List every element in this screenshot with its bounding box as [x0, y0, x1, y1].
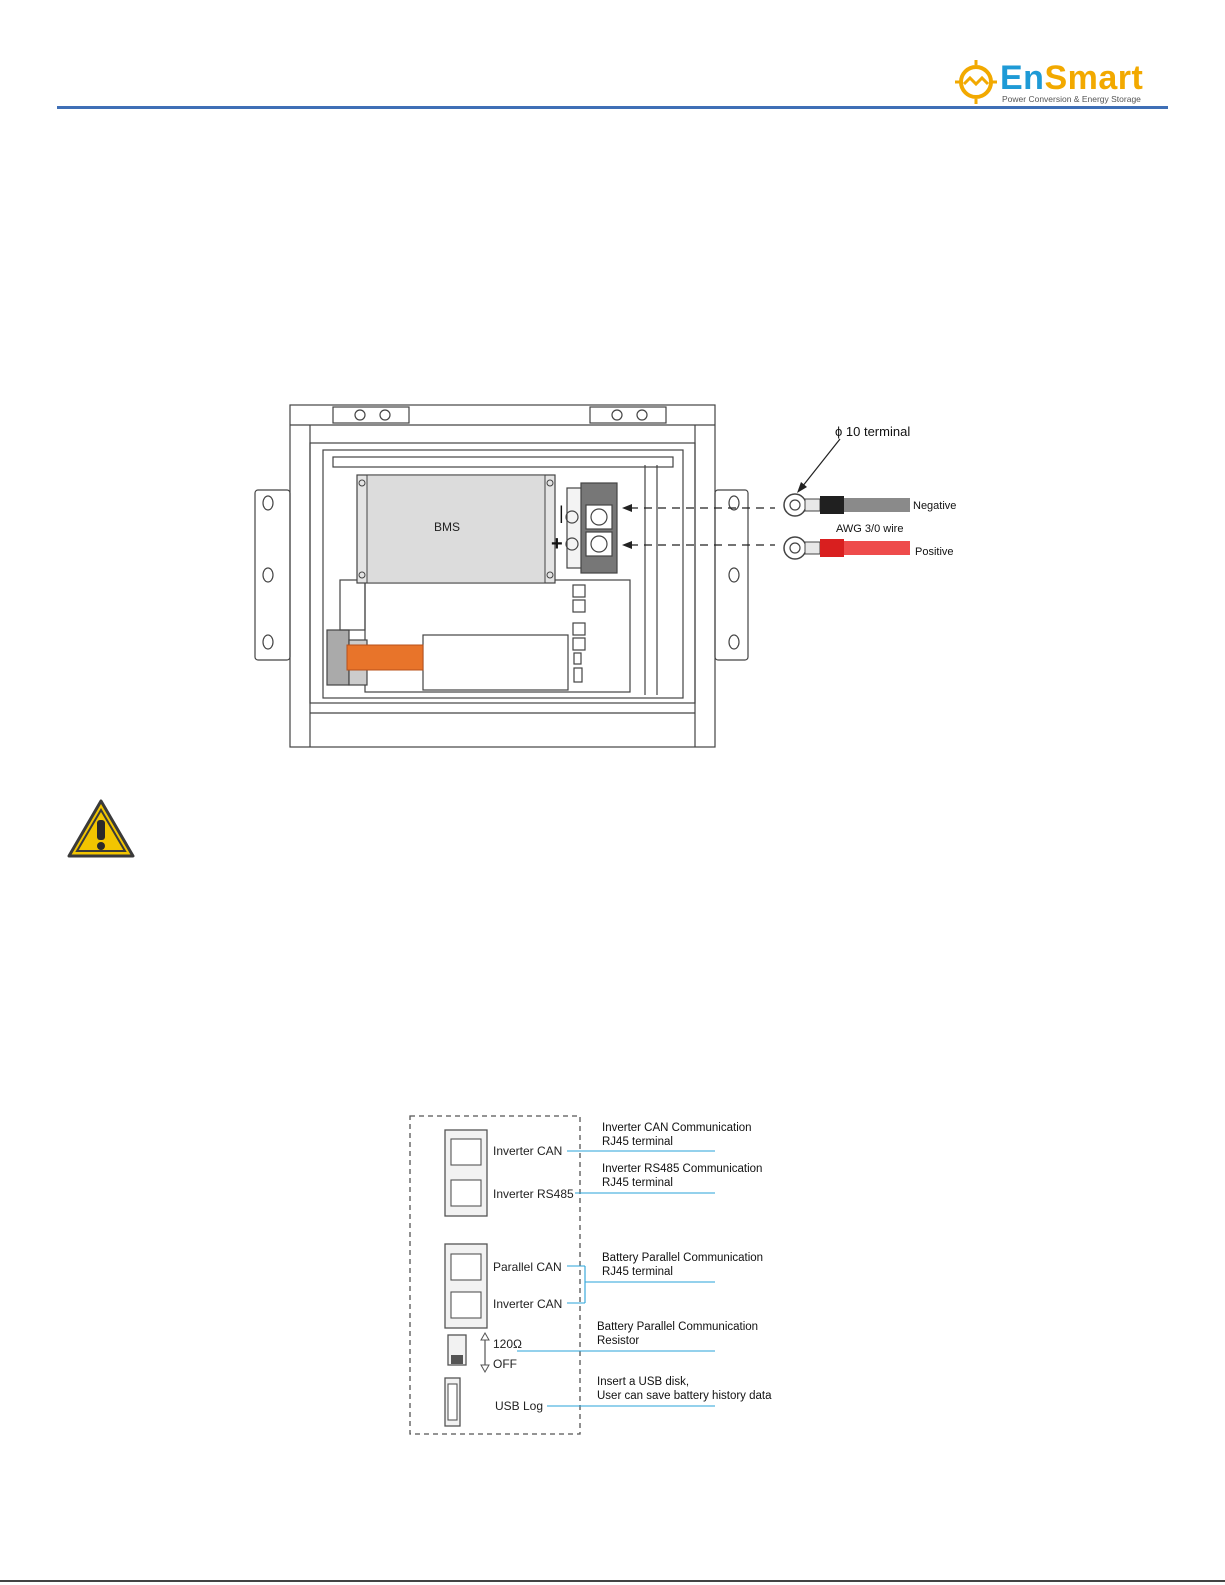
brand-tagline: Power Conversion & Energy Storage: [1002, 94, 1141, 104]
port-panel-outline: [409, 1115, 581, 1435]
switch-label-120-ohm: 120Ω: [493, 1337, 522, 1351]
port-label-parallel-can: Parallel CAN: [493, 1260, 562, 1274]
callout-5-line2: User can save battery history data: [597, 1390, 772, 1402]
rj45-jack-4: [450, 1291, 482, 1319]
port-1: [572, 584, 586, 598]
right-bracket: [714, 489, 749, 661]
brand-en: En: [1000, 59, 1045, 97]
callout-5-line1: Insert a USB disk,: [597, 1376, 689, 1388]
warning-triangle-icon: [67, 799, 135, 858]
positive-label: Positive: [915, 546, 954, 558]
negative-arrowhead: [622, 504, 632, 512]
busbar: [346, 644, 424, 671]
port-label-inverter-can-2: Inverter CAN: [493, 1297, 562, 1311]
port-label-usb-log: USB Log: [495, 1399, 543, 1413]
wire-gauge-label: AWG 3/0 wire: [836, 523, 903, 535]
bms-label: BMS: [434, 520, 460, 534]
callout-3-line1: Battery Parallel Communication: [602, 1252, 763, 1264]
port-label-inverter-can: Inverter CAN: [493, 1144, 562, 1158]
port-diagram: Inverter CAN Inverter RS485 Parallel CAN…: [409, 1115, 772, 1435]
logo-sun-icon: [955, 60, 997, 104]
rj45-jack-1: [450, 1138, 482, 1166]
switch-label-off: OFF: [493, 1357, 517, 1371]
rj45-jack-2: [450, 1179, 482, 1207]
plus-sign: +: [551, 533, 563, 555]
port-label-inverter-rs485: Inverter RS485: [493, 1187, 574, 1201]
brand-name: EnSmart: [1000, 58, 1143, 98]
switch: [573, 652, 582, 665]
port-2: [572, 599, 586, 613]
port-4: [572, 637, 586, 651]
battery-wiring-diagram: BMS | + ϕ 10 terminal Negative AWG 3/0 w…: [254, 404, 956, 748]
negative-wire: [783, 493, 910, 517]
callout-2-line1: Inverter RS485 Communication: [602, 1163, 762, 1175]
terminal-label: ϕ 10 terminal: [835, 424, 910, 439]
header-rule: [57, 106, 1168, 109]
footer-rule: [0, 1580, 1225, 1582]
callout-4-line2: Resistor: [597, 1335, 639, 1347]
positive-wire: [783, 536, 910, 560]
port-3: [572, 622, 586, 636]
positive-arrowhead: [622, 541, 632, 549]
callout-1-line2: RJ45 terminal: [602, 1136, 673, 1148]
negative-label: Negative: [913, 500, 956, 512]
terminal-pointer: [801, 438, 841, 488]
callout-2-line2: RJ45 terminal: [602, 1177, 673, 1189]
callout-1-line1: Inverter CAN Communication: [602, 1122, 752, 1134]
ensmart-logo: EnSmart Power Conversion & Energy Storag…: [952, 58, 1162, 108]
callout-4-line1: Battery Parallel Communication: [597, 1321, 758, 1333]
enclosure: [289, 404, 716, 748]
brand-smart: Smart: [1044, 59, 1144, 97]
minus-sign: |: [559, 503, 564, 523]
usb-port: [573, 667, 583, 683]
rj45-jack-3: [450, 1253, 482, 1281]
callout-3-line2: RJ45 terminal: [602, 1266, 673, 1278]
